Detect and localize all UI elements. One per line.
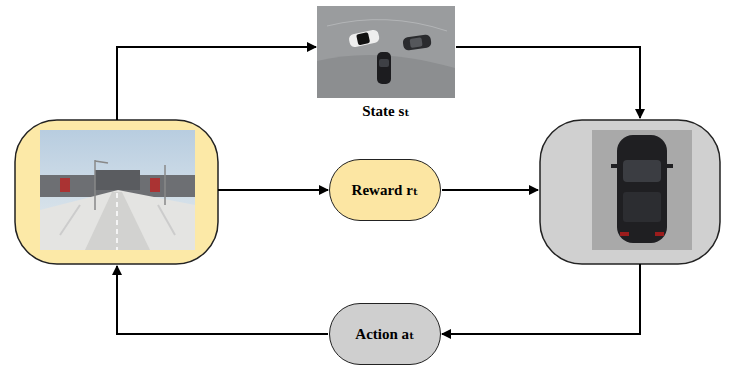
flow-arrows (117, 47, 640, 334)
agent-box (540, 120, 720, 264)
node-label: Action aₜ (355, 325, 414, 343)
state-image (317, 6, 455, 98)
state-node: State sₜ (316, 6, 456, 120)
node-label: Reward rₜ (352, 181, 419, 199)
environment-box (15, 120, 218, 264)
action-pill: Action aₜ (329, 303, 441, 365)
state-caption: State sₜ (316, 102, 456, 120)
reward-pill: Reward rₜ (329, 159, 441, 221)
